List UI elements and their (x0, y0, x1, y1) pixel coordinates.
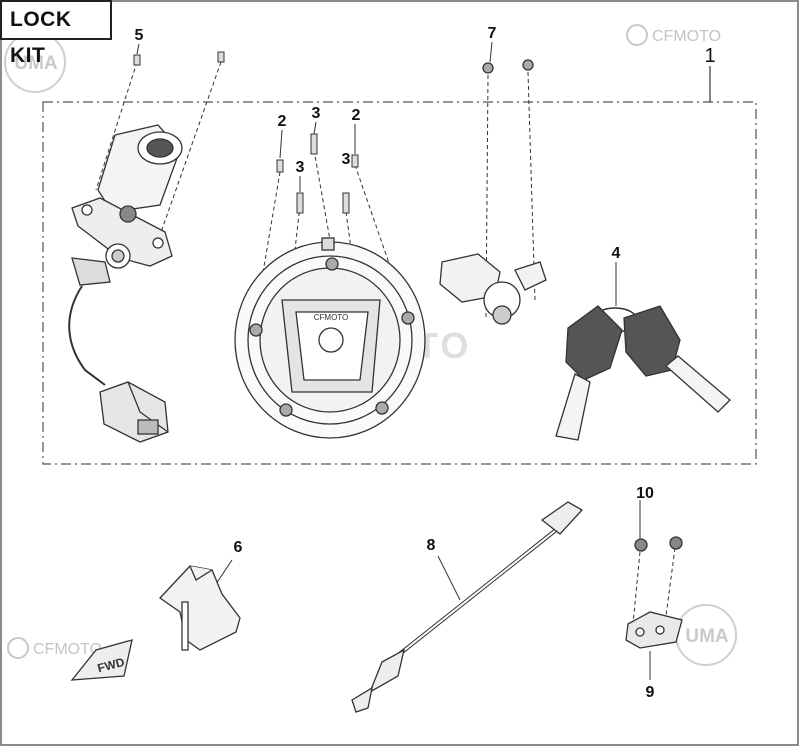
kit-boundary (42, 101, 757, 465)
part-label: 7 (488, 25, 497, 42)
watermark-logo-right: UMA (675, 604, 737, 666)
ignition-switch (68, 61, 222, 443)
part-label: 4 (612, 245, 621, 262)
part-label: 8 (427, 537, 436, 554)
fwd-label: FWD (96, 655, 126, 676)
keys (555, 305, 731, 441)
part-label: 10 (636, 485, 654, 502)
watermark-logo-left-text: UMA (14, 53, 58, 74)
watermark-logo-right-text: UMA (685, 626, 729, 647)
part-label: 3 (312, 105, 321, 122)
part-label: 2 (278, 113, 287, 130)
part-number-labels: 1 2 3 3 3 2 4 5 6 7 8 9 10 (135, 25, 716, 701)
watermark-brand-top-text: CFMOTO (652, 28, 721, 45)
plate-9 (625, 500, 683, 680)
part-leaders (136, 41, 617, 306)
fuel-cap-screws (276, 133, 359, 214)
watermark-brand-bottom-text: CFMOTO (33, 641, 102, 658)
cable-8 (351, 501, 584, 713)
watermark-brand-top: CFMOTO (626, 24, 721, 46)
part-label: 3 (342, 151, 351, 168)
part-label: 1 (704, 45, 715, 67)
fuel-cap-label: CFMOTO (314, 313, 349, 322)
fuel-cap: CFMOTO (234, 149, 426, 439)
seat-lock (439, 59, 547, 325)
bracket-6 (159, 559, 241, 651)
fwd-tag: FWD (70, 639, 133, 681)
page-title: LOCK KIT (0, 0, 112, 67)
part-label: 2 (352, 107, 361, 124)
part-label: 5 (135, 27, 144, 44)
part-label: 3 (296, 159, 305, 176)
part-label: 6 (234, 539, 243, 556)
screw-5 (133, 51, 225, 66)
part-label: 9 (646, 684, 655, 701)
watermark-brand-bottom: CFMOTO (7, 637, 102, 659)
